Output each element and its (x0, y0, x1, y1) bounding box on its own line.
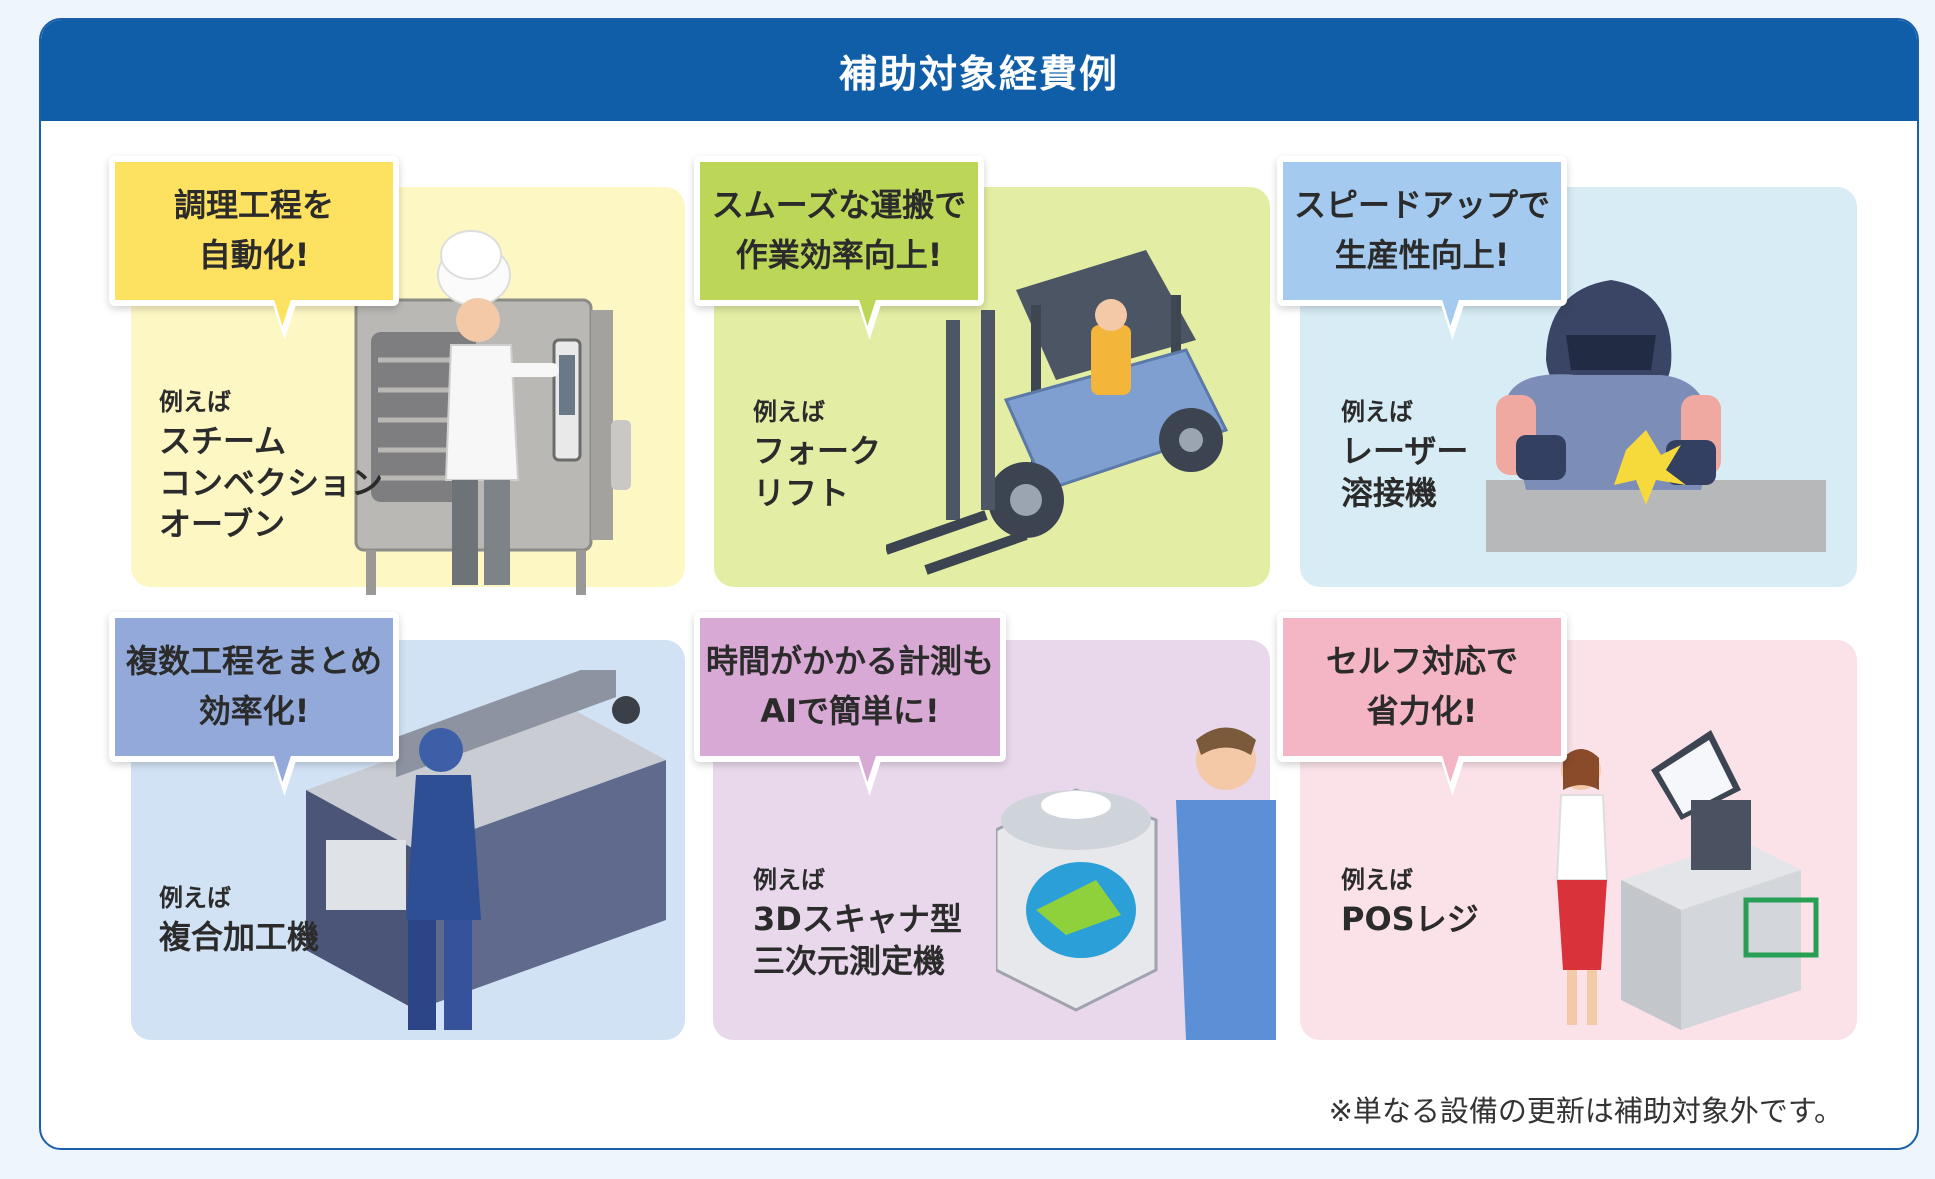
example-forklift: 例えば フォーク リフト (753, 392, 881, 514)
example-label: 例えば (159, 884, 231, 912)
example-name-line: コンベクション (159, 463, 384, 502)
bubble-lathe: 複数工程をまとめ 効率化! (109, 612, 399, 782)
bubble-pos: セルフ対応で 省力化! (1277, 612, 1567, 782)
example-oven: 例えば スチーム コンベクション オーブン (159, 382, 383, 546)
example-name-line: 3Dスキャナ型 (753, 900, 962, 938)
example-label: 例えば (1341, 866, 1413, 894)
bubble-line: 効率化! (198, 692, 310, 730)
example-welder: 例えば レーザー 溶接機 (1341, 392, 1468, 514)
bubble-line: 自動化! (198, 236, 310, 274)
pos-register-illustration (1555, 730, 1819, 1030)
example-name-line: 三次元測定機 (753, 941, 946, 980)
example-name-line: スチーム (159, 422, 287, 460)
bubble-line: AIで簡単に! (760, 692, 940, 730)
example-pos: 例えば POSレジ (1341, 860, 1479, 941)
example-name-line: リフト (753, 473, 850, 512)
welder-illustration (1486, 280, 1826, 552)
expense-examples-panel: 補助対象経費例 調理工程を 自動化! 例えば スチーム コンベクション オーブン… (39, 18, 1919, 1150)
scanner-illustration (996, 727, 1276, 1040)
panel-title: 補助対象経費例 (41, 20, 1917, 121)
bubble-oven: 調理工程を 自動化! (109, 156, 399, 326)
bubble-line: スムーズな運搬で (711, 186, 967, 225)
bubble-forklift: スムーズな運搬で 作業効率向上! (694, 156, 984, 326)
bubble-welder: スピードアップで 生産性向上! (1277, 156, 1567, 326)
example-label: 例えば (159, 388, 231, 416)
example-label: 例えば (1341, 398, 1413, 426)
oven-illustration (354, 230, 631, 595)
bubble-line: 作業効率向上! (735, 236, 943, 274)
forklift-illustration (886, 250, 1229, 575)
example-lathe: 例えば 複合加工機 (159, 878, 319, 959)
bubble-line: セルフ対応で (1325, 642, 1518, 681)
footnote: ※単なる設備の更新は補助対象外です。 (1328, 1094, 1843, 1128)
example-name-line: レーザー (1341, 432, 1469, 470)
bubble-line: 省力化! (1366, 692, 1478, 730)
bubble-line: 時間がかかる計測も (705, 642, 994, 681)
example-label: 例えば (753, 866, 825, 894)
example-name-line: POSレジ (1341, 900, 1479, 938)
example-name-line: フォーク (753, 432, 882, 470)
lathe-illustration (306, 670, 666, 1030)
example-name-line: オーブン (159, 505, 286, 544)
bubble-line: 調理工程を (173, 186, 334, 225)
example-scanner: 例えば 3Dスキャナ型 三次元測定機 (753, 860, 962, 982)
example-label: 例えば (753, 398, 825, 426)
bubble-scanner: 時間がかかる計測も AIで簡単に! (694, 612, 1006, 782)
bubble-line: 生産性向上! (1334, 236, 1510, 274)
bubble-line: 複数工程をまとめ (125, 642, 382, 681)
bubble-line: スピードアップで (1293, 186, 1550, 225)
example-name-line: 複合加工機 (159, 918, 320, 956)
example-name-line: 溶接機 (1341, 473, 1438, 512)
